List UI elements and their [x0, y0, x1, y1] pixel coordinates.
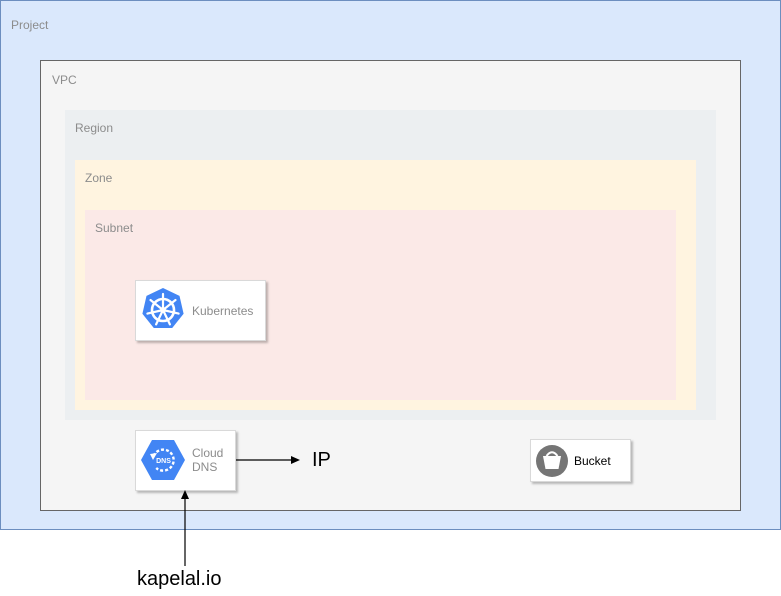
zone-label: Zone	[85, 171, 113, 185]
vpc-label: VPC	[52, 73, 77, 87]
dns-to-ip-arrow	[236, 456, 300, 464]
cloud-dns-label-line2: DNS	[192, 460, 218, 474]
region-label: Region	[75, 121, 114, 135]
bucket-icon	[536, 445, 568, 477]
kubernetes-label: Kubernetes	[192, 304, 254, 318]
svg-text:DNS: DNS	[156, 458, 171, 465]
cloud-dns-icon: DNS	[141, 440, 185, 480]
kubernetes-node[interactable]: Kubernetes	[135, 280, 266, 341]
bucket-node[interactable]: Bucket	[530, 439, 631, 482]
cloud-dns-label-line1: Cloud	[192, 446, 224, 460]
ip-text: IP	[312, 449, 331, 471]
domain-to-dns-arrow	[181, 490, 189, 566]
domain-text: kapelal.io	[137, 568, 222, 590]
cloud-dns-label: Cloud DNS	[192, 446, 223, 474]
cloud-dns-node[interactable]: DNS Cloud DNS	[135, 430, 236, 491]
bucket-label: Bucket	[574, 454, 611, 468]
project-label: Project	[11, 18, 49, 32]
kubernetes-icon	[142, 288, 184, 328]
subnet-label: Subnet	[95, 221, 134, 235]
